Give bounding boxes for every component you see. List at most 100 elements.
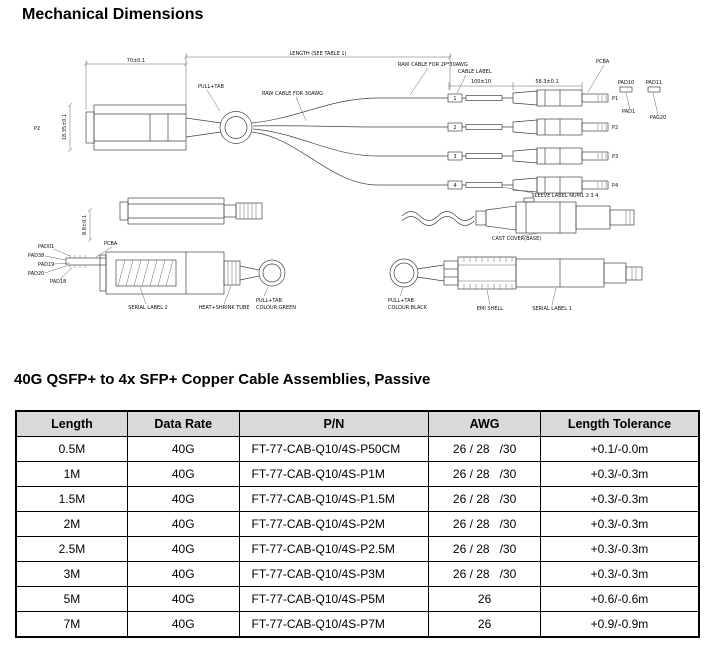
- dim-88-label: 8.8±0.1: [82, 215, 88, 235]
- dim-70-label: 70±0.1: [127, 58, 146, 64]
- table-cell: +0.6/-0.6m: [539, 586, 700, 612]
- table-cell: FT-77-CAB-Q10/4S-P2.5M: [238, 536, 430, 562]
- pull-tab-green-label: PULL+TAB: [256, 298, 283, 304]
- pull-tab-label: PULL+TAB: [198, 84, 225, 90]
- sleeve-label-label: SLEEVE LABEL NUM1 2 3 4: [532, 193, 599, 199]
- cable-label-label: CABLE LABEL: [458, 69, 492, 75]
- pcba-label-side: PCBA: [104, 241, 118, 247]
- pull-tab-black-label: PULL+TAB: [388, 298, 415, 304]
- pull-tab-ring-green: [258, 259, 286, 287]
- cable-2: [252, 125, 513, 128]
- pad20-label: PAD20: [28, 271, 44, 277]
- sfp-tip: [625, 266, 643, 281]
- cable-clamp: [475, 210, 487, 226]
- pull-tab-ring-black: [389, 258, 419, 288]
- table-cell: 40G: [126, 611, 240, 638]
- table-cell: FT-77-CAB-Q10/4S-P7M: [238, 611, 430, 638]
- sleeve-2: [465, 124, 503, 130]
- dim-connector-length: 70±0.1: [83, 58, 189, 110]
- table-cell: 40G: [126, 511, 240, 537]
- table-cell: FT-77-CAB-Q10/4S-P1M: [238, 461, 430, 487]
- boot-taper: [485, 205, 517, 231]
- table-cell: 40G: [126, 436, 240, 462]
- pad1-label: PAD1: [622, 109, 635, 115]
- table-cell: 0.5M: [15, 436, 128, 462]
- table-cell: 40G: [126, 486, 240, 512]
- table-cell: 26 / 28 /30: [428, 536, 541, 562]
- dim-leg-length: 100±10 58.3±0.1: [448, 79, 583, 90]
- table-cell: +0.3/-0.3m: [539, 561, 700, 587]
- table-cell: 2M: [15, 511, 128, 537]
- nose-tip: [609, 209, 635, 226]
- header-awg: AWG: [428, 410, 541, 437]
- pad18-label: PAD18: [50, 279, 66, 285]
- header-length-tolerance: Length Tolerance: [539, 410, 700, 437]
- serial-label-1-label: SERIAL LABEL 1: [532, 306, 572, 312]
- sfp-cable-side-view: CAST COVER(BASE): [401, 197, 635, 242]
- dim-1835-label: 18.35±0.1: [62, 114, 68, 140]
- serial-label-area: [115, 259, 177, 287]
- table-cell: 3M: [15, 561, 128, 587]
- sfp-connector-4: P4: [512, 176, 618, 194]
- dim-583-label: 58.3±0.1: [535, 79, 558, 85]
- heat-shrink-label: HEAT+SHRINK TUBE: [199, 305, 250, 311]
- sfp-nose: [603, 262, 627, 284]
- bail-detail: [523, 197, 535, 203]
- cable-number-3: 3: [453, 154, 456, 160]
- table-cell: +0.3/-0.3m: [539, 486, 700, 512]
- pad-detail-annotations: PAD10 PAD11 PAD1 PAG20: [618, 80, 666, 121]
- dim-module-height: 8.8±0.1: [82, 207, 93, 243]
- cable-4: [251, 131, 513, 186]
- cable-1: [251, 97, 513, 124]
- emi-shell-drawing: [457, 256, 517, 290]
- table-cell: 26: [428, 586, 541, 612]
- pad01-label: PAD01: [38, 244, 54, 250]
- dim-overall-length: LENGTH (SEE TABLE 1): [183, 51, 453, 105]
- breakout-assembly-top-view: 70±0.1 LENGTH (SEE TABLE 1) 18.35±0.1 P2: [34, 51, 666, 199]
- table-cell: 26 / 28 /30: [428, 461, 541, 487]
- table-cell: FT-77-CAB-Q10/4S-P3M: [238, 561, 430, 587]
- table-cell: 1M: [15, 461, 128, 487]
- table-cell: 40G: [126, 461, 240, 487]
- table-cell: +0.1/-0.0m: [539, 436, 700, 462]
- page-title: Mechanical Dimensions: [22, 6, 204, 23]
- sfp-connector-1: P1: [512, 89, 618, 107]
- cable-number-2: 2: [453, 125, 456, 131]
- table-cell: 26 / 28 /30: [428, 561, 541, 587]
- table-cell: FT-77-CAB-Q10/4S-P1.5M: [238, 486, 430, 512]
- table-cell: 5M: [15, 586, 128, 612]
- table-cell: 26 / 28 /30: [428, 436, 541, 462]
- table-title: 40G QSFP+ to 4x SFP+ Copper Cable Assemb…: [14, 371, 431, 388]
- table-cell: +0.9/-0.9m: [539, 611, 700, 638]
- pull-tab-black-colour: COLOUR:BLACK: [388, 305, 428, 311]
- header-pn: P/N: [238, 410, 430, 437]
- cast-cover-label: CAST COVER(BASE): [492, 236, 541, 242]
- pad10-label: PAD10: [618, 80, 634, 86]
- qsfp-latch-top-view: [119, 197, 263, 225]
- header-data-rate: Data Rate: [126, 410, 240, 437]
- cable-label-box-1: [447, 93, 463, 103]
- front-housing: [575, 205, 611, 230]
- sfp-side-view: PULL+TAB COLOUR:BLACK EMI SHELL SERIAL L…: [388, 256, 643, 312]
- table-cell: +0.3/-0.3m: [539, 461, 700, 487]
- sfp-port-label-4: P4: [612, 183, 618, 189]
- pad11-label: PAD11: [646, 80, 662, 86]
- qsfp-connector-drawing: [85, 104, 187, 151]
- cable-label-box-2: [447, 122, 463, 132]
- cast-cover-body: [515, 201, 577, 234]
- sfp-port-label-3: P3: [612, 154, 618, 160]
- cable-3: [252, 128, 513, 157]
- table-cell: +0.3/-0.3m: [539, 511, 700, 537]
- pull-tab-ring-drawing: [185, 111, 253, 144]
- table-cell: FT-77-CAB-Q10/4S-P5M: [238, 586, 430, 612]
- table-cell: 40G: [126, 536, 240, 562]
- cable-label-box-4: [447, 180, 463, 190]
- header-length: Length: [15, 410, 128, 437]
- qsfp-side-view: 8.8±0.1 PCBA PAD01 PAD38 PAD19 PAD20 PAD…: [28, 197, 296, 311]
